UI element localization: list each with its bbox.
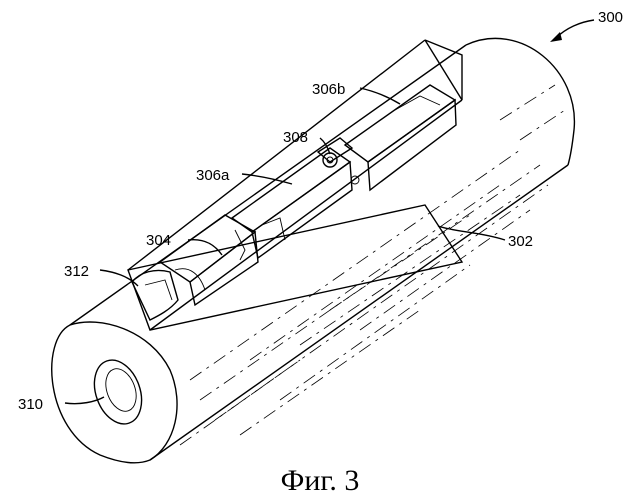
label-306b: 306b (312, 81, 345, 98)
label-312: 312 (64, 263, 89, 280)
leader-lines (65, 20, 594, 404)
label-308: 308 (283, 129, 308, 146)
internal-end-part (132, 270, 178, 320)
figure-caption: Фиг. 3 (281, 464, 360, 497)
label-310: 310 (18, 396, 43, 413)
label-304: 304 (146, 232, 171, 249)
internal-part-306a (232, 148, 352, 258)
label-302: 302 (508, 233, 533, 250)
cylinder-tube (52, 38, 575, 462)
label-300: 300 (598, 9, 623, 26)
label-306a: 306a (196, 167, 230, 184)
